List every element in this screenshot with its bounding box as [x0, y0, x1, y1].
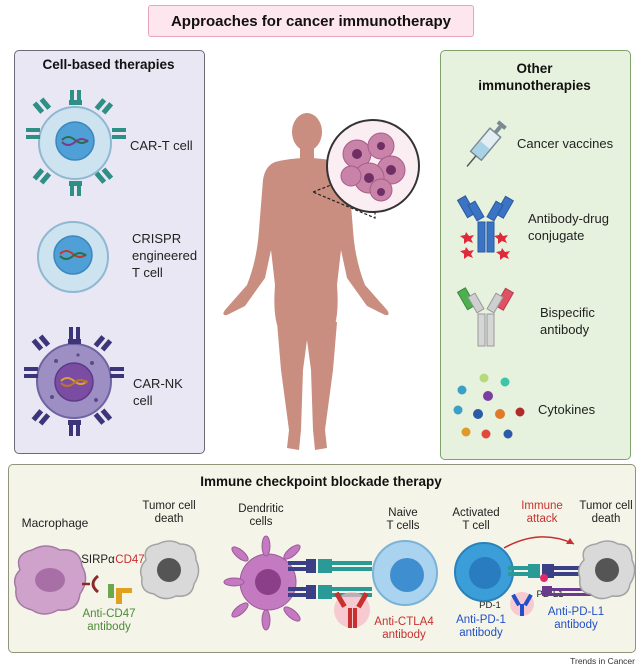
- tumor-magnified-icon: [326, 119, 420, 213]
- cell-based-header: Cell-based therapies: [42, 57, 175, 72]
- naive-t-cells-label: Naive T cells: [386, 507, 420, 532]
- checkpoint-panel: [8, 464, 636, 653]
- macrophage-icon: [13, 545, 87, 615]
- macrophage-label: Macrophage: [21, 516, 89, 530]
- cd47-label: CD47: [115, 554, 145, 566]
- dendritic-cell-icon: [223, 535, 301, 631]
- bispecific-antibody-icon: [456, 287, 515, 347]
- pd1-label: PD-1: [479, 600, 501, 611]
- anti-pd1-label: Anti-PD-1 antibody: [456, 614, 506, 639]
- tumor-cell-icon-2: [577, 540, 636, 600]
- anti-pd1-antibody-icon: [510, 592, 534, 616]
- page-title: Approaches for cancer immunotherapy: [148, 5, 474, 37]
- anti-cd47-label: Anti-CD47 antibody: [82, 608, 136, 633]
- activated-t-cell-label: Activated T cell: [452, 507, 500, 532]
- tumor-cell-death-label-1: Tumor cell death: [142, 500, 196, 525]
- immune-attack-arrow-icon: [503, 536, 575, 549]
- tumor-cell-death-label-2: Tumor cell death: [579, 500, 633, 525]
- cancer-vaccines-label: Cancer vaccines: [517, 136, 614, 151]
- sirpa-receptor-icon: [82, 574, 99, 594]
- naive-t-cell-icon: [372, 540, 438, 606]
- anti-ctla4-label: Anti-CTLA4 antibody: [374, 616, 434, 641]
- other-therapies-header: Other immunotherapies: [478, 61, 591, 93]
- cytokines-label: Cytokines: [538, 402, 596, 417]
- car-nk-cell-icon: [24, 327, 124, 436]
- dendritic-cells-label: Dendritic cells: [238, 503, 284, 528]
- checkpoint-header: Immune checkpoint blockade therapy: [200, 474, 442, 489]
- immune-attack-label: Immune attack: [521, 500, 563, 525]
- adc-label: Antibody-drug conjugate: [528, 211, 609, 243]
- car-t-cell-icon: [26, 90, 126, 196]
- cytokines-icon: [453, 373, 525, 439]
- tumor-cell-icon-1: [139, 540, 200, 600]
- footer-credit: Trends in Cancer: [570, 656, 635, 666]
- car-t-label: CAR-T cell: [130, 138, 193, 153]
- car-nk-label: CAR-NK cell: [133, 376, 183, 408]
- anti-cd47-antibody-icon: [108, 584, 132, 604]
- syringe-icon: [466, 120, 507, 167]
- antibody-drug-conjugate-icon: [456, 195, 515, 260]
- anti-ctla4-antibody-icon: [334, 591, 370, 628]
- other-therapies-panel: [440, 50, 631, 460]
- bispecific-label: Bispecific antibody: [540, 305, 595, 337]
- crispr-label: CRISPR engineered T cell: [132, 231, 198, 280]
- crispr-t-cell-icon: [37, 221, 109, 293]
- anti-pdl1-label: Anti-PD-L1 antibody: [547, 606, 605, 631]
- pd1-pdl1-receptors-icon: [508, 564, 592, 596]
- sirpa-label: SIRPα: [81, 554, 115, 566]
- activated-t-cell-icon: [454, 542, 514, 602]
